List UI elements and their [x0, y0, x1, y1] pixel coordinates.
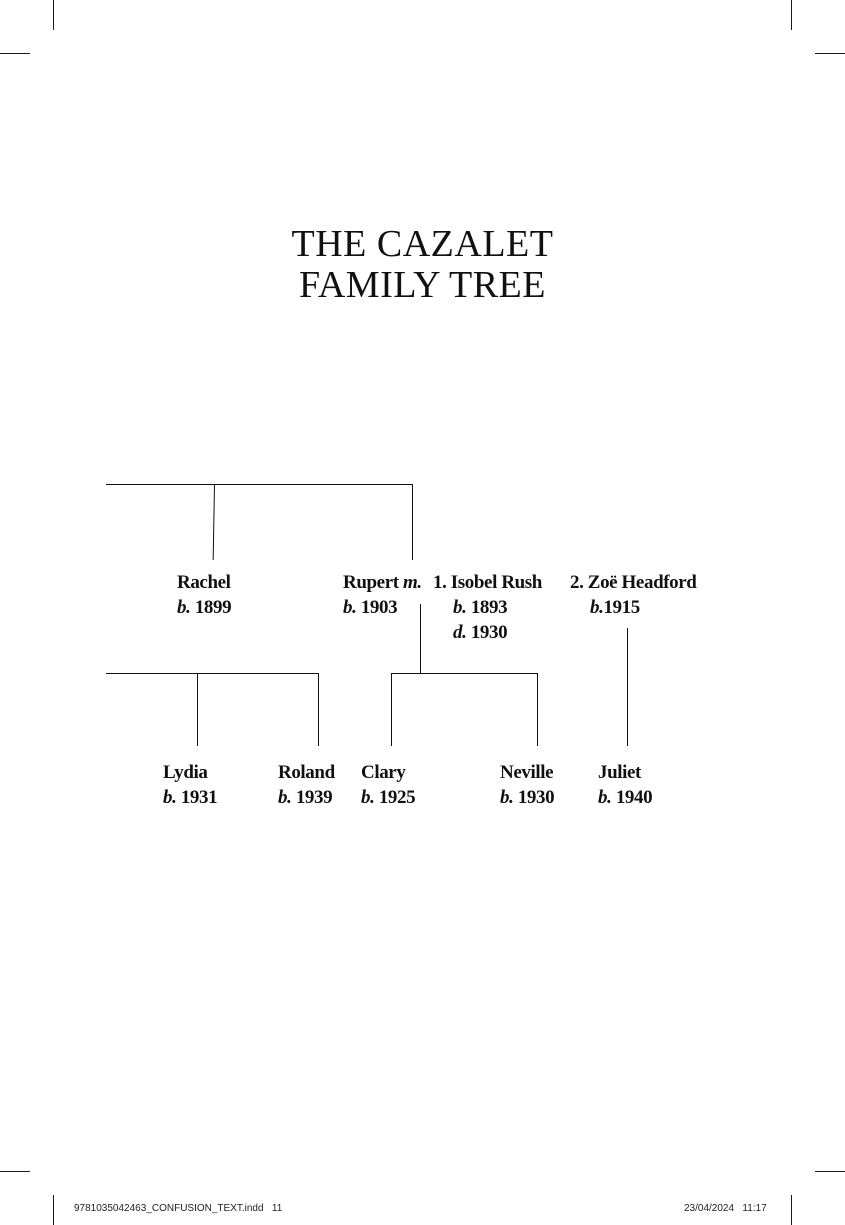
person-lydia: Lydia b. 1931 [163, 760, 218, 810]
person-birth: b. 1893 [453, 597, 508, 618]
person-birth: b. 1925 [361, 787, 416, 808]
person-birth: b. 1899 [177, 597, 232, 618]
person-name: Roland [278, 762, 335, 783]
person-roland: Roland b. 1939 [278, 760, 335, 810]
slug-timestamp: 23/04/2024 11:17 [684, 1203, 767, 1214]
page-title: THE CAZALET FAMILY TREE [0, 224, 845, 306]
person-birth: b. 1930 [500, 787, 555, 808]
tree-line-left-children-horizontal [106, 673, 319, 675]
person-birth: b. 1931 [163, 787, 218, 808]
person-birth: b.1915 [590, 597, 640, 618]
person-birth: b. 1903 [343, 597, 398, 618]
slug-date: 23/04/2024 [684, 1203, 735, 1214]
slug-filename: 9781035042463_CONFUSION_TEXT.indd [74, 1203, 264, 1214]
tree-line-top-horizontal [106, 484, 413, 486]
tree-line-to-neville [537, 673, 539, 746]
person-name: Clary [361, 762, 406, 783]
marriage-marker: m. [403, 572, 422, 593]
tree-line-to-rupert [412, 484, 414, 560]
tree-line-to-roland [318, 673, 320, 746]
person-name: 1. Isobel Rush [433, 572, 542, 593]
tree-line-to-juliet [627, 628, 629, 746]
person-name: 2. Zoë Headford [570, 572, 697, 593]
tree-line-to-clary [391, 673, 393, 746]
person-death: d. 1930 [453, 622, 508, 643]
crop-mark-top-right-h [815, 53, 845, 54]
tree-line-to-lydia [197, 673, 199, 746]
person-birth: b. 1940 [598, 787, 653, 808]
person-name: Rupert m. [343, 572, 422, 593]
crop-mark-top-left-h [0, 53, 30, 54]
person-birth: b. 1939 [278, 787, 333, 808]
crop-mark-top-right [791, 0, 792, 30]
crop-mark-bottom-left [53, 1195, 54, 1225]
person-clary: Clary b. 1925 [361, 760, 416, 810]
person-name: Juliet [598, 762, 641, 783]
slug-page-number: 11 [271, 1203, 283, 1214]
slug-file-info: 9781035042463_CONFUSION_TEXT.indd 11 [74, 1203, 282, 1214]
person-name: Lydia [163, 762, 208, 783]
tree-line-to-rachel [212, 483, 216, 560]
person-neville: Neville b. 1930 [500, 760, 555, 810]
person-juliet: Juliet b. 1940 [598, 760, 653, 810]
person-rachel: Rachel b. 1899 [177, 570, 232, 620]
tree-line-rupert-isobel-descent [420, 604, 422, 674]
crop-mark-bottom-right [791, 1195, 792, 1225]
title-line-1: THE CAZALET [291, 223, 554, 265]
person-rupert: Rupert m. b. 1903 [343, 570, 422, 620]
person-isobel: 1. Isobel Rush b. 1893 d. 1930 [433, 570, 542, 645]
person-zoe: 2. Zoë Headford b.1915 [570, 570, 697, 620]
slug-time: 11:17 [742, 1203, 767, 1214]
crop-mark-bottom-right-h [815, 1171, 845, 1172]
crop-mark-top-left [53, 0, 54, 30]
title-line-2: FAMILY TREE [299, 264, 546, 306]
crop-mark-bottom-left-h [0, 1171, 30, 1172]
tree-line-rupert-children-horizontal [391, 673, 538, 675]
person-name: Rachel [177, 572, 231, 593]
person-name: Neville [500, 762, 554, 783]
